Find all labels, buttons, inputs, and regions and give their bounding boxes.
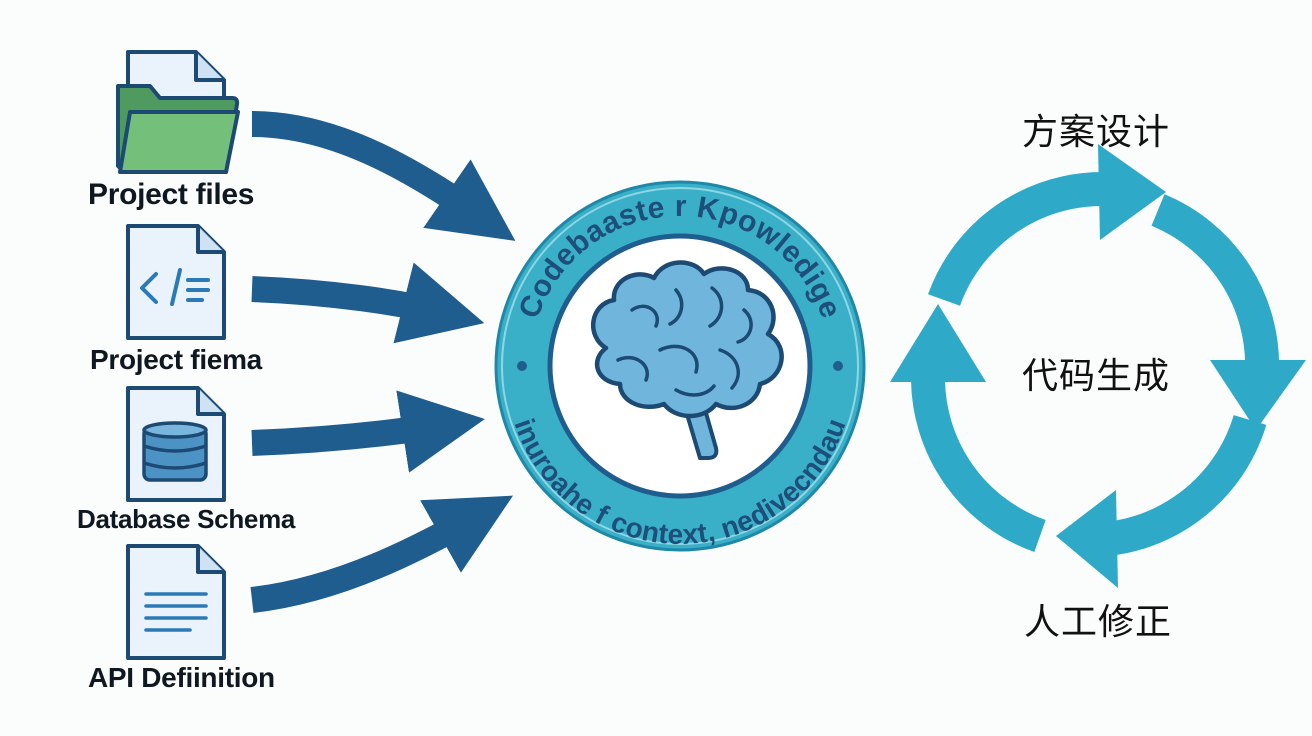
code-file-icon [126,224,226,340]
hub-dot-right [833,361,843,371]
arrow-project-files [251,111,516,241]
brain-icon [590,260,784,460]
cycle-head-left [890,304,986,382]
input-arrows [250,111,516,613]
cycle-label-codegen: 代码生成 [1022,356,1171,397]
arrow-database-schema [251,390,485,473]
database-file-icon [126,386,226,502]
cycle-head-bottom [1056,490,1118,588]
folder-file-icon [116,50,240,174]
cycle-head-top [1098,144,1166,240]
cycle-head-right [1210,360,1306,430]
cycle-label-design: 方案设计 [1022,112,1171,153]
hub-dot-left [517,361,527,371]
input-label-project-files: Project files [88,178,255,211]
cycle-arrow-top [928,172,1122,307]
arrow-api-definition [250,495,514,613]
knowledge-hub: Codebaaste r Kpowledige inuroahe f conte… [494,180,866,552]
cycle-arrow-bottom [1089,414,1267,557]
arrow-project-schema [251,262,485,344]
cycle-arrow-left [910,375,1046,553]
input-label-api-definition: API Defiinition [88,662,275,693]
input-label-database-schema: Database Schema [77,504,296,534]
cycle-label-revision: 人工修正 [1024,602,1173,643]
document-file-icon [126,544,226,660]
cycle-arrow-right [1151,194,1280,373]
input-label-project-schema: Project fiema [90,344,262,375]
cycle-arrowheads [890,144,1306,588]
cycle-ring [910,172,1280,557]
